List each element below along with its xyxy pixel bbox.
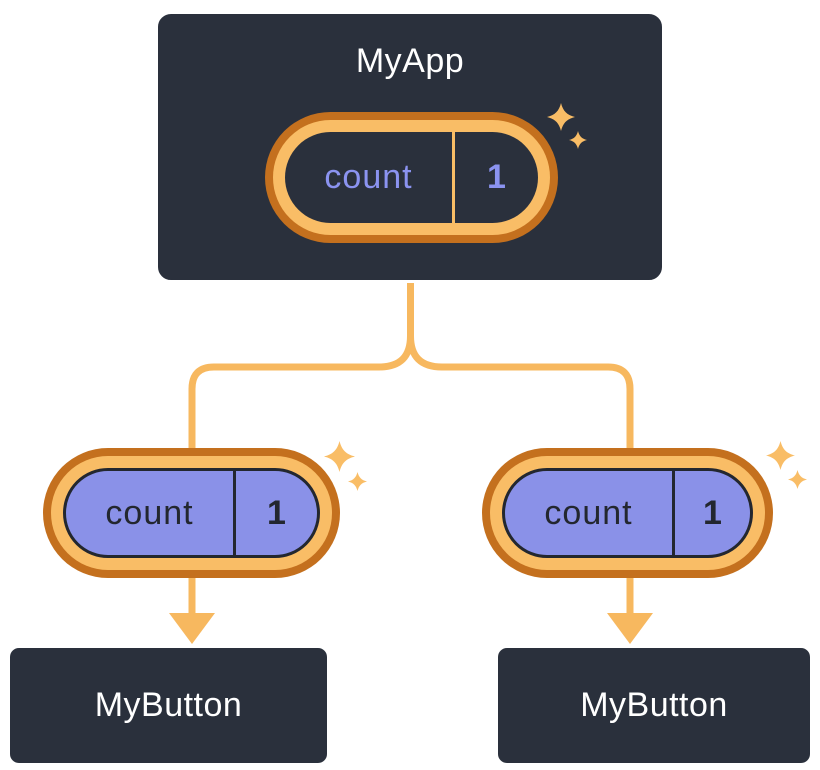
prop-pill-right-divider	[672, 471, 675, 555]
state-pill-myapp-key: count	[324, 158, 413, 196]
connector-root-to-right-child	[407, 283, 634, 621]
prop-pill-left-key: count	[105, 493, 194, 532]
state-pill-myapp: count 1	[265, 112, 558, 243]
prop-pill-mybutton-left: count 1	[43, 448, 340, 578]
state-pill-myapp-ring: count 1	[273, 120, 550, 235]
prop-pill-right-ring: count 1	[490, 456, 765, 570]
prop-pill-right-key: count	[544, 493, 633, 532]
node-mybutton-left-label: MyButton	[94, 686, 243, 724]
prop-pill-right-core: count 1	[502, 468, 753, 558]
prop-pill-left-ring: count 1	[51, 456, 332, 570]
sparkle-icon-right-large	[766, 441, 795, 470]
prop-pill-right-value: 1	[703, 493, 722, 532]
arrow-down-icon-right	[607, 613, 653, 644]
prop-pill-mybutton-right: count 1	[482, 448, 773, 578]
arrow-down-icon-left	[169, 613, 215, 644]
state-pill-myapp-value: 1	[487, 158, 506, 196]
sparkle-icon-left-small	[348, 472, 367, 491]
node-myapp-label: MyApp	[355, 42, 465, 80]
sparkle-icon-root-large	[547, 103, 575, 131]
sparkle-icon-right-small	[788, 470, 807, 489]
sparkle-icon-left-large	[324, 441, 355, 472]
node-mybutton-right: MyButton	[495, 645, 813, 766]
prop-pill-left-divider	[233, 471, 236, 555]
state-pill-myapp-divider	[452, 132, 455, 223]
prop-pill-left-core: count 1	[63, 468, 320, 558]
state-pill-myapp-core: count 1	[285, 132, 538, 223]
node-mybutton-left: MyButton	[7, 645, 330, 766]
node-mybutton-right-label: MyButton	[580, 686, 728, 724]
sparkle-icon-root-small	[569, 131, 587, 149]
prop-pill-left-value: 1	[267, 493, 286, 532]
